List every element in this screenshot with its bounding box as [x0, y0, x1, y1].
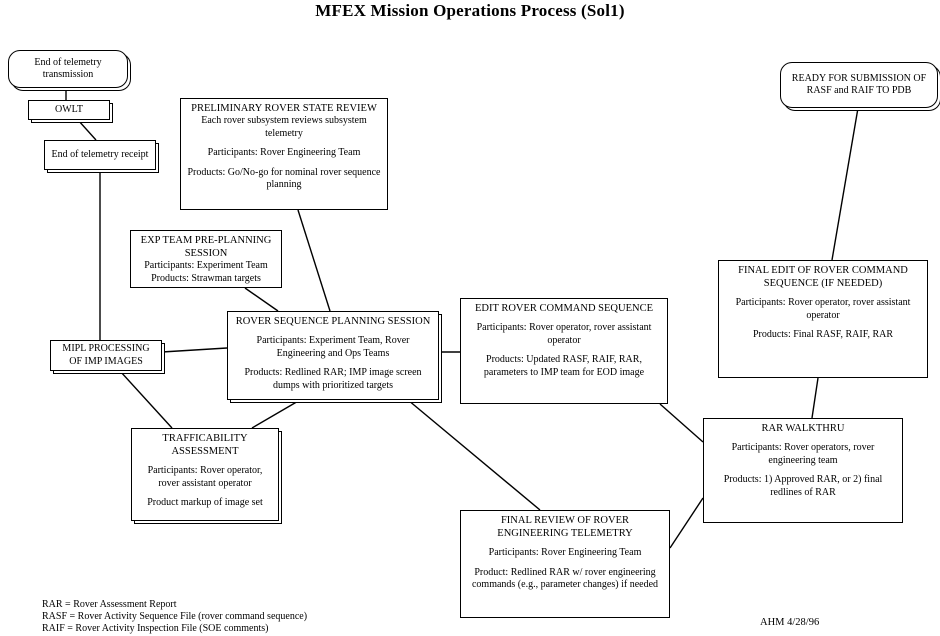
node-desc: Each rover subsystem reviews subsystem t… — [201, 115, 367, 139]
connector-finalreview-walkthru — [669, 497, 704, 549]
node-label: OWLT — [55, 103, 83, 115]
node-final-review-rover-engineering-telemetry: FINAL REVIEW OF ROVER ENGINEERING TELEME… — [460, 510, 670, 618]
node-products: Product markup of image set — [147, 497, 263, 509]
node-products: Products: 1) Approved RAR, or 2) final r… — [723, 474, 883, 498]
connector-edit-walkthru — [659, 403, 704, 443]
footnote-author-date: AHM 4/28/96 — [760, 617, 820, 628]
node-exp-team-preplanning-session: EXP TEAM PRE-PLANNING SESSION Participan… — [130, 230, 282, 288]
connector-trafficability-roverseq — [251, 399, 301, 429]
node-final-edit-rover-command-sequence: FINAL EDIT OF ROVER COMMAND SEQUENCE (IF… — [718, 260, 928, 378]
node-label: End of telemetry transmission — [34, 56, 102, 81]
node-trafficability-assessment: TRAFFICABILITY ASSESSMENT Participants: … — [131, 428, 279, 521]
connector-mipl-roverseq — [161, 347, 228, 353]
node-owlt: OWLT — [28, 100, 110, 120]
connector-roverseq-finalreview — [407, 399, 541, 511]
node-label: End of telemetry receipt — [51, 148, 149, 160]
node-edit-rover-command-sequence: EDIT ROVER COMMAND SEQUENCE Participants… — [460, 298, 668, 404]
node-products: Product: Redlined RAR w/ rover engineeri… — [471, 566, 659, 591]
connector-mipl-trafficability — [119, 370, 173, 429]
node-rover-sequence-planning-session: ROVER SEQUENCE PLANNING SESSION Particip… — [227, 311, 439, 400]
page-title: MFEX Mission Operations Process (Sol1) — [315, 1, 625, 20]
node-label: MIPL PROCESSING OF IMP IMAGES — [62, 343, 150, 367]
connector-owlt-receipt — [77, 119, 97, 141]
node-end-of-telemetry-receipt: End of telemetry receipt — [44, 140, 156, 170]
node-products: Products: Updated RASF, RAIF, RAR, param… — [483, 354, 645, 378]
node-title: RAR WALKTHRU — [761, 423, 845, 434]
legend: RAR = Rover Assessment Report RASF = Rov… — [42, 599, 307, 636]
node-title: TRAFFICABILITY ASSESSMENT — [162, 433, 248, 458]
node-products: Products: Go/No-go for nominal rover seq… — [187, 166, 381, 191]
node-rar-walkthru: RAR WALKTHRU Participants: Rover operato… — [703, 418, 903, 523]
node-mipl-processing: MIPL PROCESSING OF IMP IMAGES — [50, 340, 162, 371]
node-title: EXP TEAM PRE-PLANNING SESSION — [140, 235, 272, 260]
node-ready-for-submission: READY FOR SUBMISSION OF RASF and RAIF TO… — [780, 62, 938, 108]
node-participants: Participants: Rover operator, rover assi… — [476, 322, 652, 346]
connector-finaledit-ready — [831, 107, 859, 261]
node-products: Products: Strawman targets — [151, 272, 261, 284]
legend-line-rasf: RASF = Rover Activity Sequence File (rov… — [42, 611, 308, 623]
node-participants: Participants: Rover Engineering Team — [207, 147, 361, 159]
node-title: EDIT ROVER COMMAND SEQUENCE — [474, 303, 654, 314]
node-end-of-telemetry-transmission: End of telemetry transmission — [8, 50, 128, 88]
connector-prelim-roverseq — [297, 209, 331, 312]
connector-expteam-roverseq — [244, 287, 279, 312]
node-participants: Participants: Rover operator, rover assi… — [735, 297, 911, 321]
legend-line-rar: RAR = Rover Assessment Report — [42, 599, 177, 610]
node-participants: Participants: Rover operator, rover assi… — [147, 465, 263, 489]
legend-line-raif: RAIF = Rover Activity Inspection File (S… — [42, 623, 269, 635]
node-products: Products: Final RASF, RAIF, RAR — [752, 329, 894, 341]
node-participants: Participants: Rover Engineering Team — [488, 547, 642, 559]
node-participants: Participants: Experiment Team — [144, 260, 268, 272]
node-label: READY FOR SUBMISSION OF RASF and RAIF TO… — [791, 72, 927, 97]
node-products: Products: Redlined RAR; IMP image screen… — [244, 367, 422, 391]
node-participants: Participants: Experiment Team, Rover Eng… — [256, 335, 410, 359]
connector-walkthru-finaledit — [811, 377, 819, 419]
node-title: ROVER SEQUENCE PLANNING SESSION — [235, 316, 431, 327]
node-participants: Participants: Rover operators, rover eng… — [731, 442, 875, 466]
node-title: FINAL EDIT OF ROVER COMMAND SEQUENCE (IF… — [738, 265, 908, 290]
node-title: FINAL REVIEW OF ROVER ENGINEERING TELEME… — [497, 515, 633, 540]
node-title: PRELIMINARY ROVER STATE REVIEW — [191, 103, 377, 114]
node-preliminary-rover-state-review: PRELIMINARY ROVER STATE REVIEW Each rove… — [180, 98, 388, 210]
